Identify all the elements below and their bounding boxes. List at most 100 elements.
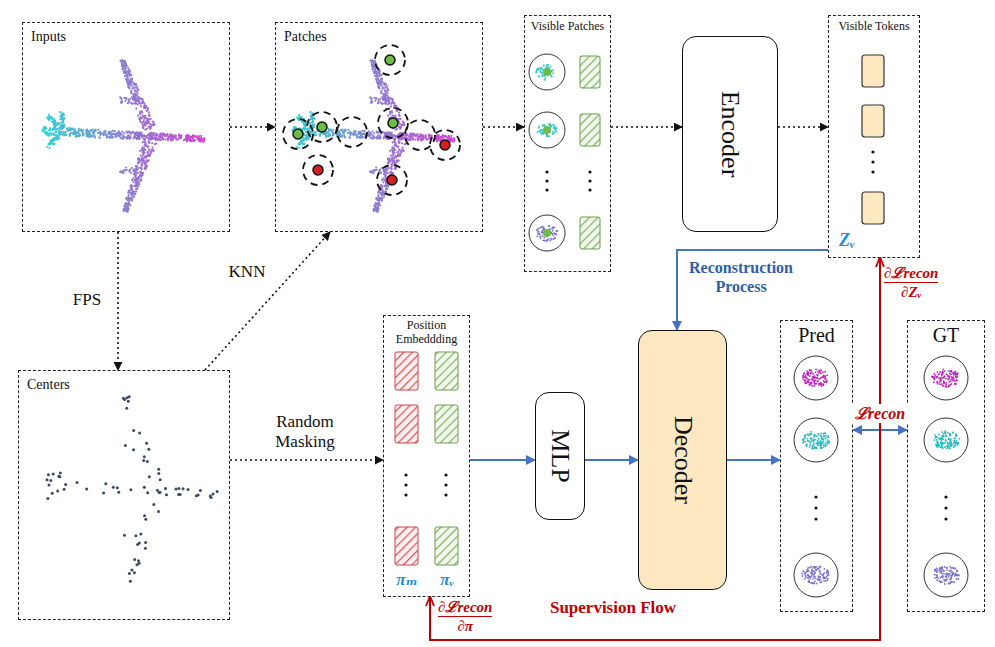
- point: [419, 138, 421, 140]
- point: [192, 136, 194, 138]
- point: [133, 136, 135, 138]
- point: [167, 139, 169, 141]
- point: [413, 134, 415, 136]
- point: [85, 129, 87, 131]
- point: [98, 136, 100, 138]
- point: [142, 159, 144, 161]
- point: [130, 84, 132, 86]
- point: [52, 133, 54, 135]
- point: [145, 155, 147, 157]
- point: [393, 149, 395, 151]
- point: [125, 65, 127, 67]
- point: [105, 134, 107, 136]
- point: [146, 109, 148, 111]
- point: [340, 130, 342, 132]
- point: [131, 96, 133, 98]
- point: [421, 138, 423, 140]
- point: [151, 124, 153, 126]
- point: [129, 197, 131, 199]
- point: [175, 138, 177, 140]
- point: [140, 179, 142, 181]
- point: [137, 138, 139, 140]
- point: [150, 118, 152, 120]
- point: [136, 137, 138, 139]
- point: [156, 134, 158, 136]
- point: [142, 135, 144, 137]
- point: [384, 133, 386, 135]
- point: [375, 207, 377, 209]
- point: [130, 172, 132, 174]
- point: [152, 133, 154, 135]
- point: [144, 124, 146, 126]
- point: [52, 133, 54, 135]
- point: [142, 141, 144, 143]
- point: [391, 134, 393, 136]
- point: [124, 75, 126, 77]
- point: [142, 154, 144, 156]
- point: [171, 138, 173, 140]
- point: [431, 135, 433, 137]
- point: [71, 128, 73, 130]
- point: [378, 190, 380, 192]
- point: [406, 135, 408, 137]
- point: [132, 87, 134, 89]
- point: [398, 138, 400, 140]
- point: [156, 135, 158, 137]
- point: [342, 132, 344, 134]
- point: [401, 124, 403, 126]
- point: [390, 155, 392, 157]
- point: [146, 161, 148, 163]
- point: [362, 132, 364, 134]
- point: [151, 149, 153, 151]
- point: [347, 132, 349, 134]
- point: [412, 138, 414, 140]
- point: [385, 90, 387, 92]
- point: [144, 167, 146, 169]
- point: [144, 117, 146, 119]
- point: [50, 142, 52, 144]
- point: [131, 81, 133, 83]
- point: [385, 188, 387, 190]
- point: [384, 102, 386, 104]
- point: [440, 136, 442, 138]
- point: [79, 129, 81, 131]
- point: [306, 128, 308, 130]
- point: [100, 132, 102, 134]
- point: [54, 129, 56, 131]
- point: [416, 134, 418, 136]
- point: [391, 98, 393, 100]
- point: [116, 134, 118, 136]
- point: [48, 143, 50, 145]
- point: [398, 149, 400, 151]
- point: [128, 131, 130, 133]
- point: [131, 184, 133, 186]
- point: [400, 151, 402, 153]
- point: [45, 131, 47, 133]
- point: [399, 115, 401, 117]
- point: [139, 120, 141, 122]
- point: [121, 130, 123, 132]
- point: [193, 139, 195, 141]
- point: [354, 130, 356, 132]
- point: [199, 141, 201, 143]
- point: [137, 137, 139, 139]
- point: [442, 136, 444, 138]
- point: [73, 133, 75, 135]
- point: [48, 147, 50, 149]
- point: [396, 161, 398, 163]
- point: [54, 123, 56, 125]
- point: [125, 65, 127, 67]
- point: [134, 98, 136, 100]
- point: [382, 98, 384, 100]
- point: [394, 167, 396, 169]
- point: [58, 129, 60, 131]
- point: [75, 136, 77, 138]
- point: [370, 137, 372, 139]
- point: [131, 192, 133, 194]
- point: [136, 187, 138, 189]
- point: [129, 70, 131, 72]
- point: [137, 177, 139, 179]
- point: [350, 132, 352, 134]
- point: [410, 132, 412, 134]
